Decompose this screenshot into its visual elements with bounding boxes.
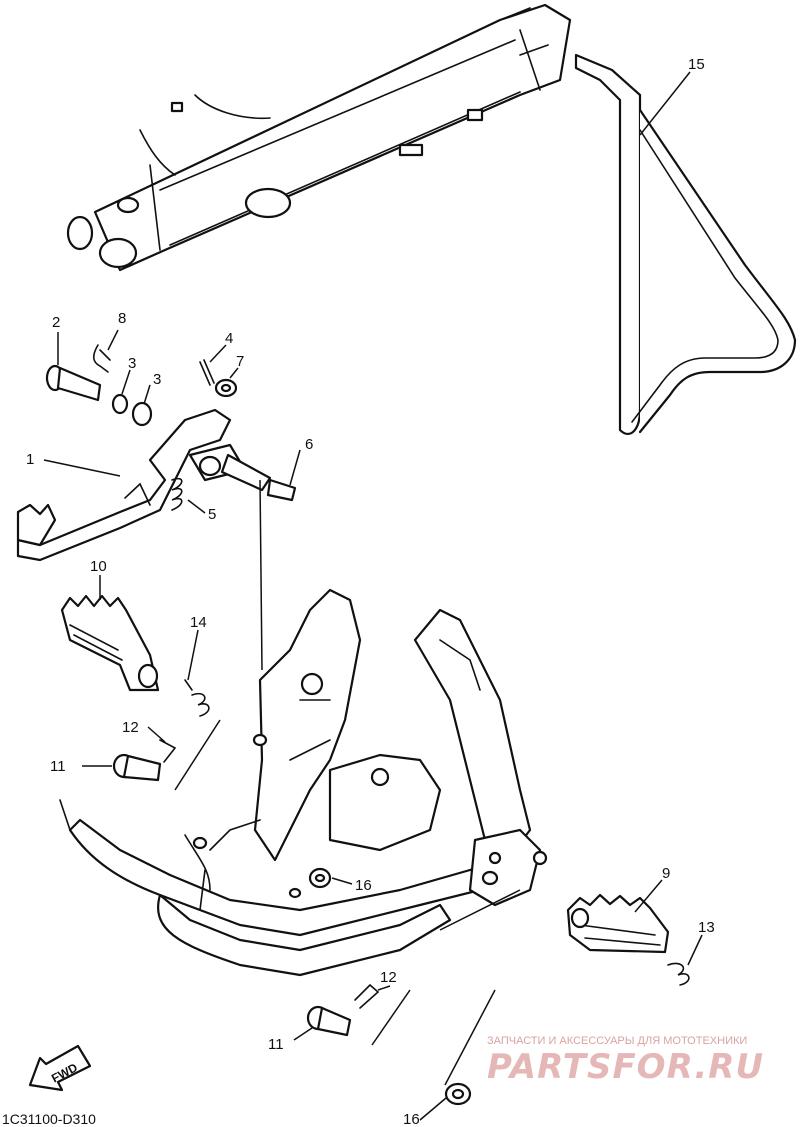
- o-ring-3b: [131, 401, 153, 427]
- diagram-code: 1C31100-D310: [2, 1111, 96, 1127]
- brake-pedal: [16, 408, 297, 562]
- pin-11b: [306, 1005, 352, 1037]
- callout-5: 5: [208, 506, 216, 523]
- callout-labels: 2 8 3 3 4 7 1 6 5 15 10 14 12 11 16 9 13…: [26, 56, 715, 1127]
- cotter-pin-4: [199, 359, 215, 386]
- callout-12a: 12: [122, 719, 139, 736]
- pivot-bolt: [45, 364, 102, 402]
- watermark-brand: PARTSFOR.RU: [487, 1047, 764, 1087]
- watermark: ЗАПЧАСТИ И АКСЕССУАРЫ ДЛЯ МОТОТЕХНИКИ PA…: [487, 1035, 764, 1087]
- leader-lines: [43, 71, 703, 1121]
- callout-4: 4: [225, 330, 233, 347]
- callout-16a: 16: [355, 877, 372, 894]
- cotter-pin-12a: [159, 739, 177, 763]
- o-ring-3a: [111, 393, 129, 415]
- frame: [59, 588, 548, 977]
- fwd-arrow-icon: FWD: [28, 1044, 92, 1092]
- return-spring-5: [171, 477, 183, 511]
- callout-14: 14: [190, 614, 207, 631]
- cotter-pin-8: [92, 344, 111, 373]
- callout-9: 9: [662, 865, 670, 882]
- washer-16b: [444, 1082, 472, 1106]
- callout-3b: 3: [153, 371, 161, 388]
- washer-16a: [308, 867, 332, 889]
- watermark-tagline: ЗАПЧАСТИ И АКСЕССУАРЫ ДЛЯ МОТОТЕХНИКИ: [487, 1035, 747, 1047]
- footrest-right: [566, 893, 670, 954]
- callout-8: 8: [118, 310, 126, 327]
- cotter-pin-12b: [354, 983, 380, 1009]
- side-stand: [574, 53, 797, 435]
- spring-14: [184, 679, 210, 717]
- callout-2: 2: [52, 314, 60, 331]
- callout-11b: 11: [268, 1036, 284, 1053]
- callout-11a: 11: [50, 758, 66, 775]
- callout-10: 10: [90, 558, 107, 575]
- pin-11a: [112, 753, 162, 782]
- callout-1: 1: [26, 451, 34, 468]
- callout-16b: 16: [403, 1111, 420, 1127]
- callout-7: 7: [236, 353, 244, 370]
- callout-12b: 12: [380, 969, 397, 986]
- callout-13: 13: [698, 919, 715, 936]
- callout-6: 6: [305, 436, 313, 453]
- callout-15: 15: [688, 56, 705, 73]
- footrest-left: [60, 594, 160, 692]
- swing-arm: [66, 3, 572, 272]
- callout-3a: 3: [128, 355, 136, 372]
- washer-7: [214, 378, 238, 398]
- spring-13: [667, 962, 690, 986]
